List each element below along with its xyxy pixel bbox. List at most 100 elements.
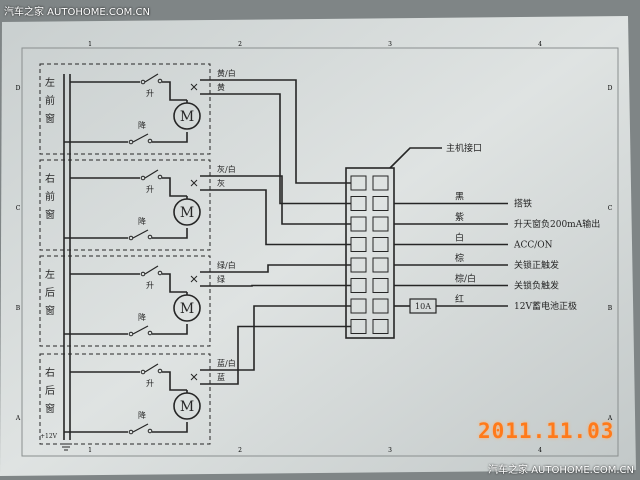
- window-switch-group: [39, 63, 211, 155]
- switch-contact: [140, 271, 146, 277]
- switch-contact: [147, 138, 153, 144]
- grid-row-label: A: [607, 415, 613, 422]
- switch-contact: [140, 79, 146, 85]
- connector-leader: [389, 147, 442, 169]
- watermark-bottom: 汽车之家 AUTOHOME.COM.CN: [488, 465, 634, 476]
- switch-blade: [144, 73, 159, 83]
- window-switch-group: [39, 353, 211, 445]
- connector-pin: [372, 175, 389, 191]
- switch-contact: [147, 234, 153, 240]
- wire-color-label: 绿: [217, 275, 225, 284]
- switch-blade: [144, 363, 159, 373]
- output-function-label: 关锁正触发: [514, 259, 559, 271]
- switch-blade: [132, 229, 149, 239]
- date-stamp: 2011.11.03: [478, 419, 615, 443]
- window-name-char: 后: [45, 287, 55, 299]
- switch-contact: [157, 174, 163, 180]
- connector-pin: [372, 319, 389, 334]
- motor-feed-upper: [162, 177, 187, 197]
- paper-sheet: [0, 16, 636, 476]
- wire-to-connector: [200, 189, 351, 246]
- motor-feed-upper: [162, 371, 187, 391]
- switch-blade: [132, 423, 149, 433]
- cross-mark: [190, 373, 198, 381]
- connector-pin: [372, 278, 389, 293]
- drawing-frame: [21, 47, 619, 457]
- switch-contact: [147, 330, 153, 336]
- grid-row-label: D: [608, 85, 613, 92]
- watermark-top: 汽车之家 AUTOHOME.COM.CN: [4, 7, 150, 18]
- output-wire-color: 红: [455, 293, 464, 305]
- wire-to-connector: [200, 93, 351, 205]
- wire-color-label: 灰: [217, 178, 225, 188]
- window-name-char: 后: [45, 385, 55, 397]
- window-name-char: 右: [45, 366, 55, 379]
- grid-col-label: 3: [388, 41, 392, 48]
- up-label: 升: [146, 379, 154, 388]
- connector-pin: [372, 298, 389, 314]
- window-name-char: 左: [45, 76, 55, 89]
- window-name-char: 前: [45, 190, 55, 203]
- cross-mark: [190, 275, 198, 283]
- down-label: 降: [138, 410, 146, 420]
- switch-contact: [157, 270, 163, 276]
- grid-row-label: A: [15, 415, 21, 422]
- wire-to-connector: [200, 325, 351, 385]
- motor-feed-upper: [162, 81, 187, 101]
- output-wire-color: 棕: [455, 252, 464, 264]
- wire-to-connector: [200, 175, 351, 225]
- window-name-char: 前: [45, 94, 55, 107]
- grid-col-label: 3: [388, 447, 392, 454]
- wire-color-label: 绿/白: [217, 260, 236, 270]
- window-name-char: 窗: [45, 112, 55, 125]
- motor-feed-lower: [152, 422, 188, 433]
- wire-color-label: 灰/白: [217, 164, 236, 174]
- window-name-char: 窗: [45, 304, 55, 317]
- switch-contact: [128, 139, 134, 145]
- switch-blade: [132, 133, 149, 143]
- switch-contact: [128, 331, 134, 337]
- grid-col-label: 4: [538, 447, 542, 454]
- output-wire-color: 黑: [455, 192, 464, 203]
- motor-symbol: M: [180, 301, 194, 317]
- output-wire-color: 棕/白: [455, 273, 476, 285]
- wire-color-label: 蓝/白: [217, 358, 236, 368]
- motor-feed-lower: [152, 324, 188, 335]
- grid-row-label: B: [608, 305, 613, 312]
- window-name-char: 窗: [45, 402, 55, 415]
- grid-row-label: C: [608, 205, 613, 212]
- grid-col-label: 1: [88, 447, 92, 454]
- grid-col-label: 4: [538, 41, 542, 48]
- wire-color-label: 黄: [217, 82, 225, 92]
- output-function-label: ACC/ON: [513, 241, 553, 251]
- cross-mark: [190, 83, 198, 91]
- down-label: 降: [138, 216, 146, 226]
- window-name-char: 窗: [45, 208, 55, 221]
- output-function-label: 12V蓄电池正极: [514, 300, 577, 312]
- window-name-char: 左: [45, 268, 55, 281]
- wire-color-label: 蓝: [217, 372, 225, 382]
- output-function-label: 关锁负触发: [514, 280, 559, 292]
- motor-symbol: M: [180, 399, 194, 415]
- output-wire-color: 紫: [455, 212, 464, 223]
- connector-label: 主机接口: [446, 142, 482, 154]
- switch-blade: [144, 169, 159, 179]
- window-switch-group: [39, 255, 211, 347]
- grid-row-label: D: [16, 85, 21, 92]
- motor-feed-lower: [152, 132, 188, 143]
- grid-col-label: 1: [88, 41, 92, 48]
- down-label: 降: [138, 120, 146, 130]
- output-function-label: 搭铁: [514, 198, 532, 210]
- down-label: 降: [138, 312, 146, 322]
- grid-col-label: 2: [238, 447, 242, 454]
- connector-pin: [372, 257, 389, 273]
- switch-contact: [140, 369, 146, 375]
- connector-pin: [372, 237, 389, 252]
- switch-contact: [157, 368, 163, 374]
- wire-to-connector: [200, 79, 351, 184]
- switch-contact: [128, 235, 134, 241]
- grid-row-label: B: [16, 305, 21, 312]
- main-connector: [345, 167, 395, 339]
- connector-pin: [372, 196, 389, 211]
- wire-to-connector: [200, 264, 351, 273]
